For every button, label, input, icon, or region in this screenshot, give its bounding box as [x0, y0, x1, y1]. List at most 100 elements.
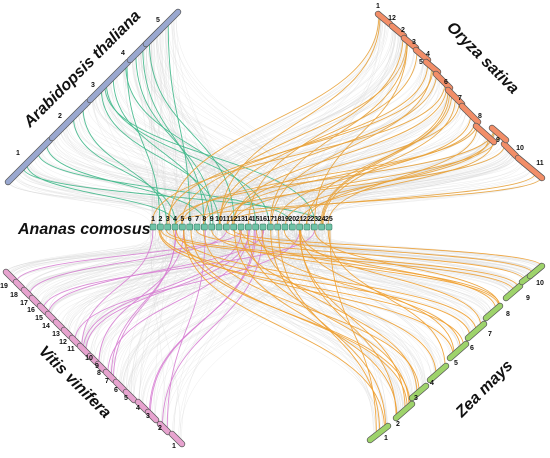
- vitis-chromosome-label: 3: [146, 413, 150, 420]
- background-link: [292, 148, 509, 225]
- background-link: [217, 40, 408, 225]
- ananas-chromosome-label: 20: [288, 216, 296, 223]
- zea-link: [195, 229, 525, 281]
- background-link: [151, 38, 213, 225]
- oryza-chromosome-label: 4: [426, 51, 430, 58]
- oryza-chromosome-label: 3: [412, 39, 416, 46]
- zea-chromosome-7: [483, 303, 503, 321]
- arabidopsis-chromosome-label: 2: [58, 113, 62, 120]
- vitis-chromosome-18: [13, 279, 25, 291]
- arabidopsis-link: [135, 54, 214, 225]
- background-link: [295, 95, 454, 225]
- highlight-links: [15, 14, 543, 436]
- vitis-link: [48, 229, 265, 315]
- background-link: [156, 32, 196, 225]
- background-link: [114, 75, 222, 225]
- vitis-chromosome-label: 2: [158, 425, 162, 432]
- background-link: [207, 229, 387, 427]
- oryza-chromosome-label: 1: [376, 3, 380, 10]
- background-link: [277, 134, 487, 225]
- arabidopsis-chromosome-label: 5: [156, 17, 160, 24]
- oryza-chromosome-label: 6: [444, 79, 448, 86]
- zea-chromosome-8: [503, 283, 523, 301]
- vitis-chromosome-label: 11: [67, 346, 75, 353]
- background-link: [150, 38, 153, 225]
- ananas-chromosome-23: [310, 223, 318, 231]
- background-link: [154, 229, 167, 419]
- background-link: [226, 62, 428, 225]
- background-link: [212, 146, 507, 225]
- oryza-link: [151, 82, 446, 225]
- oryza-chromosome-2: [401, 35, 419, 51]
- vitis-chromosome-label: 7: [105, 378, 109, 385]
- background-link: [18, 171, 241, 225]
- background-link: [319, 161, 523, 225]
- background-link: [21, 168, 243, 225]
- ananas-chromosome-18: [274, 223, 281, 231]
- background-link: [41, 148, 255, 225]
- background-link: [152, 229, 397, 419]
- background-link: [84, 229, 174, 351]
- background-link: [153, 36, 242, 225]
- species-label-zea: Zea mays: [452, 357, 516, 421]
- ananas-chromosome-label: 1: [151, 216, 155, 223]
- background-link: [54, 135, 311, 225]
- vitis-chromosome-10: [77, 343, 91, 357]
- background-link: [140, 49, 285, 225]
- ananas-chromosome-7: [193, 223, 201, 231]
- background-link: [105, 84, 192, 225]
- zea-link: [232, 229, 543, 267]
- oryza-chromosome-1: [375, 11, 393, 27]
- arabidopsis-chromosome-5: [143, 9, 181, 47]
- zea-chromosome-label: 7: [488, 331, 492, 338]
- oryza-link: [181, 63, 429, 225]
- background-link: [91, 97, 202, 225]
- zea-chromosome-label: 5: [454, 360, 458, 367]
- background-link: [160, 41, 408, 225]
- vitis-chromosome-label: 16: [27, 307, 35, 314]
- ananas-chromosome-label: 16: [259, 216, 267, 223]
- vitis-chromosome-label: 17: [20, 300, 28, 307]
- arabidopsis-link: [125, 64, 256, 225]
- oryza-link: [314, 40, 408, 225]
- background-link: [21, 168, 169, 225]
- background-link: [177, 229, 484, 325]
- ananas-chromosome-11: [223, 223, 230, 231]
- zea-chromosome-label: 1: [384, 435, 388, 442]
- zea-link: [246, 229, 410, 407]
- background-link: [78, 111, 175, 225]
- zea-link: [261, 229, 418, 394]
- ananas-chromosome-3: [164, 223, 172, 231]
- zea-link: [234, 229, 398, 418]
- oryza-chromosome-label: 9: [496, 137, 500, 144]
- oryza-link: [276, 114, 472, 225]
- background-link: [122, 229, 255, 390]
- background-link: [222, 229, 380, 434]
- background-link: [284, 58, 426, 225]
- oryza-chromosome-label: 5: [419, 59, 423, 66]
- background-link: [240, 229, 481, 328]
- arabidopsis-link: [126, 62, 161, 225]
- background-link: [276, 153, 514, 225]
- vitis-chromosome-label: 10: [85, 355, 93, 362]
- zea-chromosome-6: [465, 321, 487, 341]
- background-link: [177, 16, 381, 225]
- zea-link: [183, 229, 385, 429]
- background-link: [290, 109, 466, 225]
- background-link: [169, 229, 479, 329]
- vitis-chromosome-label: 9: [95, 363, 99, 370]
- oryza-chromosome-label: 10: [516, 145, 524, 152]
- vitis-chromosome-9: [87, 353, 99, 365]
- background-link: [168, 229, 446, 367]
- background-link: [27, 229, 215, 295]
- ananas-chromosome-15: [252, 223, 259, 231]
- arabidopsis-link: [112, 76, 211, 225]
- background-link: [171, 18, 226, 225]
- background-link: [14, 175, 151, 225]
- zea-chromosome-2: [393, 401, 415, 421]
- ananas-chromosome-24: [318, 223, 325, 231]
- oryza-link: [226, 119, 476, 225]
- oryza-link: [175, 129, 495, 225]
- vitis-chromosome-17: [21, 287, 33, 299]
